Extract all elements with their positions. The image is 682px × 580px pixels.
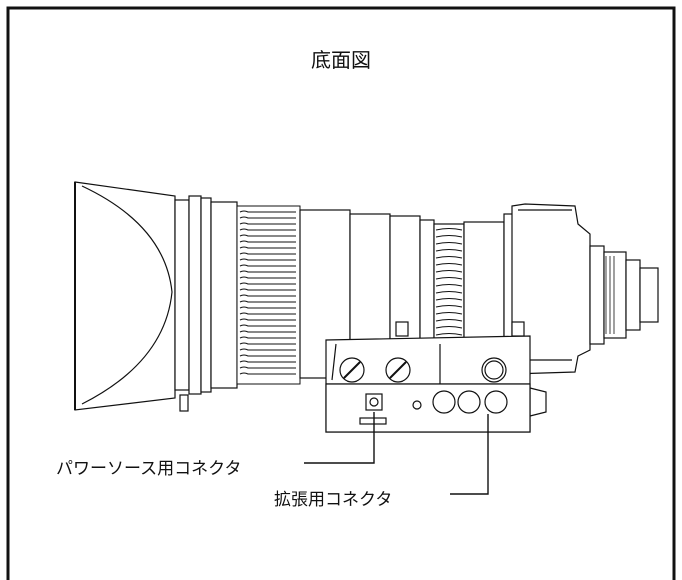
frame-border (6, 6, 676, 580)
power-connector-label: パワーソース用コネクタ (56, 459, 242, 479)
leader-line-power (304, 412, 375, 464)
expansion-connector-label: 拡張用コネクタ (274, 490, 393, 510)
lens-hood (74, 181, 189, 412)
front-rings (174, 195, 238, 395)
rear-mount (589, 245, 659, 345)
diagram-title: 底面図 (311, 48, 371, 72)
drive-unit (325, 321, 547, 433)
ribbed-zoom-ring (236, 205, 301, 385)
leader-line-expansion (450, 414, 489, 495)
